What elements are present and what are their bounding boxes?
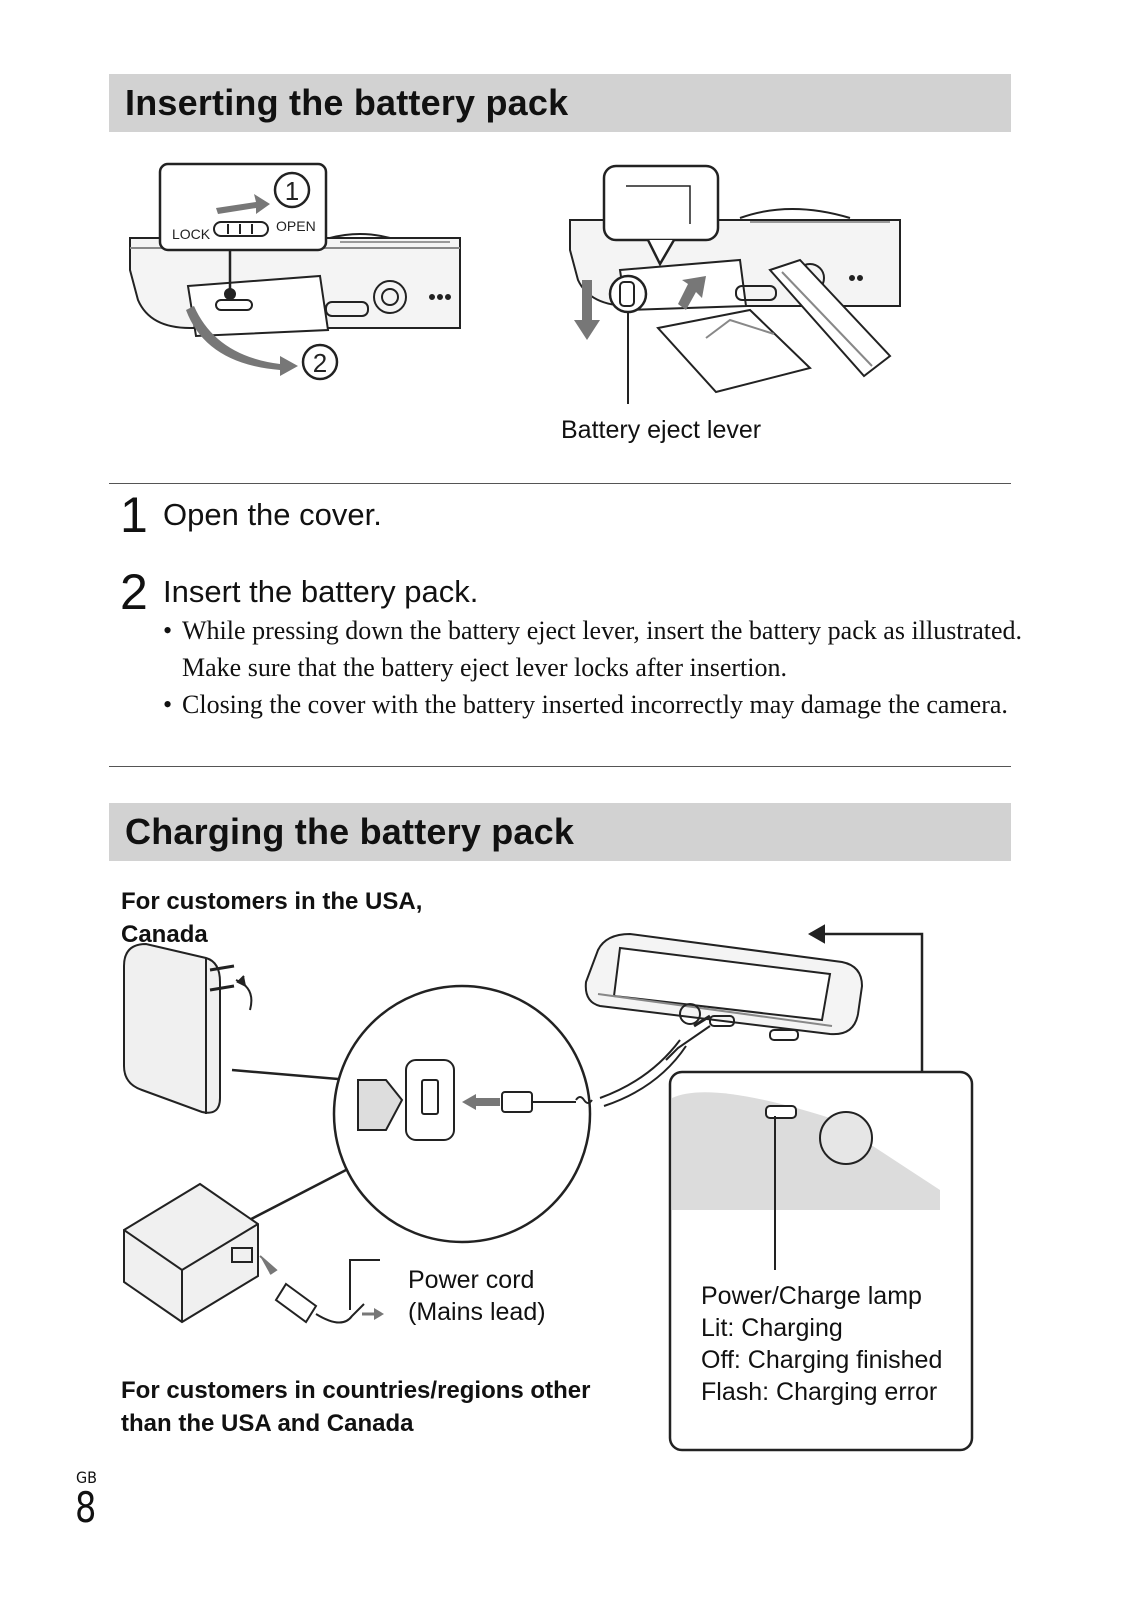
section-title-inserting: Inserting the battery pack [125,82,569,123]
lock-label: LOCK [172,226,211,242]
lamp-title: Power/Charge lamp [701,1282,922,1310]
illustration-insert-battery [569,164,901,404]
lamp-flash: Flash: Charging error [701,1378,938,1406]
marker-2: 2 [313,348,327,378]
bullet-1-text: While pressing down the battery eject le… [182,616,1022,682]
label-other-countries: For customers in countries/regions other… [121,1377,591,1437]
section-header-inserting: Inserting the battery pack [109,74,1011,132]
callout-power-cord-line-2: (Mains lead) [408,1298,546,1326]
bullet-1: •While pressing down the battery eject l… [163,616,1022,682]
illustration-open-cover: 1 2 LOCK OPEN [129,162,461,381]
step-2-number: 2 [120,564,148,620]
bullet-2: •Closing the cover with the battery inse… [163,690,1008,719]
marker-1: 1 [285,176,299,206]
callout-battery-eject-lever: Battery eject lever [561,416,762,444]
open-label: OPEN [276,218,316,234]
callout-power-cord-line-1: Power cord [408,1266,535,1294]
callout-power-charge-lamp: Power/Charge lamp Lit: Charging Off: Cha… [701,1280,942,1408]
section-title-charging: Charging the battery pack [125,811,575,852]
divider-bottom [109,766,1011,767]
step-1-number: 1 [120,487,148,543]
page-number: 8 [75,1483,97,1532]
lamp-lit: Lit: Charging [701,1314,843,1342]
step-2-text: Insert the battery pack. [163,574,479,609]
label-usa-canada: For customers in the USA, Canada [121,888,423,948]
callout-power-cord: Power cord (Mains lead) [408,1264,546,1328]
illustration-charging [123,924,974,1452]
bullet-2-text: Closing the cover with the battery inser… [182,690,1008,719]
lamp-off: Off: Charging finished [701,1346,943,1374]
divider-top [109,483,1011,484]
step-1-text: Open the cover. [163,497,382,532]
section-header-charging: Charging the battery pack [109,803,1011,861]
language-code: GB [76,1468,98,1487]
